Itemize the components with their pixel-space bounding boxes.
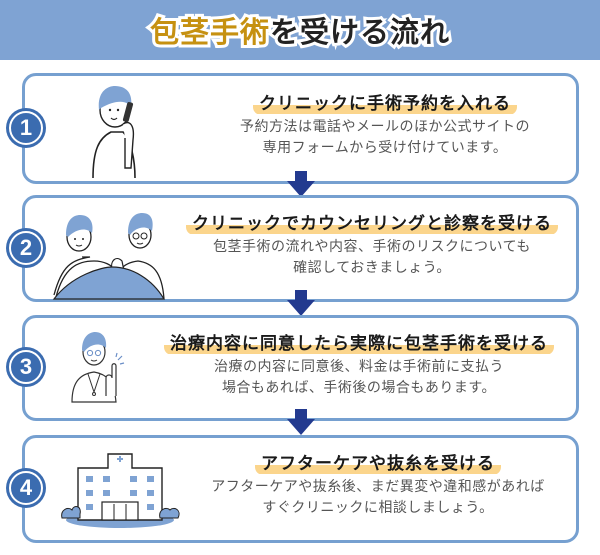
title-accent: 包茎手術	[147, 12, 272, 52]
down-arrow-icon	[287, 171, 315, 197]
step-text-3: 治療内容に同意したら実際に包茎手術を受ける 治療の内容に同意後、料金は手術前に支…	[138, 333, 580, 399]
step-title-1: クリニックに手術予約を入れる	[253, 93, 517, 115]
step-number-badge-4: 4	[6, 468, 46, 508]
step-number-badge-2: 2	[6, 228, 46, 268]
down-arrow-icon	[287, 290, 315, 316]
person-on-phone-icon	[92, 86, 136, 179]
step-number-badge-1: 1	[6, 108, 46, 148]
step-desc-2-line1: 包茎手術の流れや内容、手術のリスクについても	[213, 239, 531, 255]
step-title-4: アフターケアや抜糸を受ける	[255, 453, 501, 475]
header-banner: 包茎手術を受ける流れ	[0, 0, 600, 60]
step-desc-2-line2: 確認しておきましょう。	[293, 260, 451, 276]
hospital-building-icon	[61, 453, 180, 528]
step-desc-3-line2: 場合もあれば、手術後の場合もあります。	[221, 380, 497, 396]
step-desc-4-line1: アフターケアや抜糸後、まだ異変や違和感があれば	[211, 479, 545, 495]
page-title: 包茎手術を受ける流れ	[147, 9, 452, 52]
doctor-pointing-icon	[71, 332, 125, 403]
step-text-4: アフターケアや抜糸を受ける アフターケアや抜糸後、まだ異変や違和感があれば すぐ…	[178, 453, 578, 519]
step-number-3: 3	[19, 354, 33, 379]
step-number-2: 2	[19, 235, 33, 260]
title-rest: を受ける流れ	[267, 12, 452, 52]
counseling-doctor-patient-icon	[52, 213, 166, 300]
step-title-3: 治療内容に同意したら実際に包茎手術を受ける	[164, 333, 554, 355]
step-title-2: クリニックでカウンセリングと診察を受ける	[186, 213, 558, 235]
step-desc-1-line2: 専用フォームから受け付けています。	[262, 140, 508, 156]
down-arrow-icon	[287, 409, 315, 435]
step-desc-4-line2: すぐクリニックに相談しましょう。	[262, 500, 494, 516]
step-number-4: 4	[19, 475, 33, 500]
step-desc-3-line1: 治療の内容に同意後、料金は手術前に支払う	[214, 359, 504, 375]
step-text-1: クリニックに手術予約を入れる 予約方法は電話やメールのほか公式サイトの 専用フォ…	[200, 93, 570, 159]
step-number-1: 1	[19, 115, 33, 140]
step-text-2: クリニックでカウンセリングと診察を受ける 包茎手術の流れや内容、手術のリスクにつ…	[162, 213, 582, 279]
step-number-badge-3: 3	[6, 347, 46, 387]
step-desc-1-line1: 予約方法は電話やメールのほか公式サイトの	[240, 119, 530, 135]
